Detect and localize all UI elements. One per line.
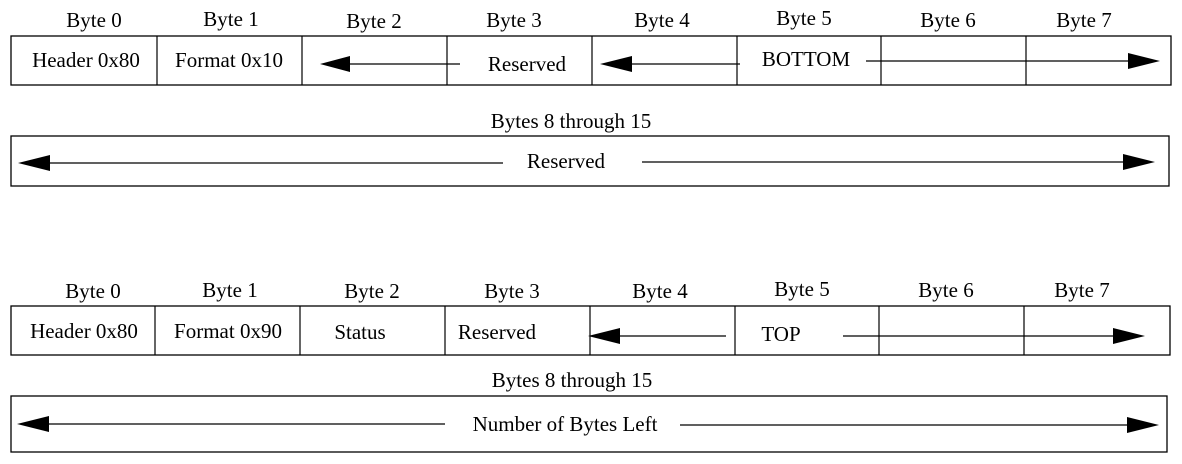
- top-bytes-8-15-frame: [10, 135, 1170, 187]
- bottom-byte-3-header: Byte 3: [484, 279, 539, 303]
- top-bytes-0-7-row: Header 0x80 Format 0x10 Reserved BOTTOM: [10, 35, 1172, 86]
- bottom-byte-4-header: Byte 4: [632, 279, 688, 303]
- bottom-bytes-8-15-frame: [10, 395, 1168, 453]
- top-bytes-8-15-title: Bytes 8 through 15: [491, 109, 651, 133]
- bottom-byte-headers: Byte 0 Byte 1 Byte 2 Byte 3 Byte 4 Byte …: [65, 277, 1109, 303]
- right-arrowhead-icon: [1123, 154, 1155, 170]
- right-arrowhead-icon: [1128, 53, 1160, 69]
- bottom-bytes-0-7-row: Header 0x80 Format 0x90 Status Reserved …: [10, 305, 1171, 356]
- bottom-bytes-8-15-title: Bytes 8 through 15: [492, 368, 652, 392]
- top-label: TOP: [761, 322, 800, 346]
- status-cell: Status: [334, 320, 385, 344]
- top-byte-1-header: Byte 1: [203, 7, 258, 31]
- top-row-frame: [10, 35, 1172, 86]
- top-format-cell: Format 0x10: [175, 48, 283, 72]
- bottom-label: BOTTOM: [762, 47, 851, 71]
- top-byte-2-header: Byte 2: [346, 9, 401, 33]
- right-arrowhead-icon: [1113, 328, 1145, 344]
- left-arrowhead-icon: [588, 328, 620, 344]
- top-byte-headers: Byte 0 Byte 1 Byte 2 Byte 3 Byte 4 Byte …: [66, 6, 1111, 33]
- top-byte-5-header: Byte 5: [776, 6, 831, 30]
- top-byte-7-header: Byte 7: [1056, 8, 1111, 32]
- left-arrowhead-icon: [17, 416, 49, 432]
- top-bytes-8-15-label: Reserved: [527, 149, 606, 173]
- bottom-reserved-cell: Reserved: [458, 320, 537, 344]
- top-byte-3-header: Byte 3: [486, 8, 541, 32]
- top-byte-0-header: Byte 0: [66, 8, 121, 32]
- bottom-byte-2-header: Byte 2: [344, 279, 399, 303]
- bottom-byte-5-header: Byte 5: [774, 277, 829, 301]
- right-arrowhead-icon: [1127, 417, 1159, 433]
- left-arrowhead-icon: [320, 56, 350, 72]
- bottom-byte-7-header: Byte 7: [1054, 278, 1109, 302]
- bytes-left-label: Number of Bytes Left: [473, 412, 658, 436]
- bottom-byte-1-header: Byte 1: [202, 278, 257, 302]
- top-reserved-label: Reserved: [488, 52, 567, 76]
- top-byte-6-header: Byte 6: [920, 8, 975, 32]
- bottom-bytes-8-15-row: Number of Bytes Left: [10, 395, 1168, 453]
- top-bytes-8-15-row: Reserved: [10, 135, 1170, 187]
- top-header-cell: Header 0x80: [32, 48, 140, 72]
- left-arrowhead-icon: [18, 155, 50, 171]
- top-byte-4-header: Byte 4: [634, 8, 690, 32]
- bottom-format-cell: Format 0x90: [174, 319, 282, 343]
- bottom-byte-0-header: Byte 0: [65, 279, 120, 303]
- left-arrowhead-icon: [600, 56, 632, 72]
- bottom-header-cell: Header 0x80: [30, 319, 138, 343]
- bottom-byte-6-header: Byte 6: [918, 278, 973, 302]
